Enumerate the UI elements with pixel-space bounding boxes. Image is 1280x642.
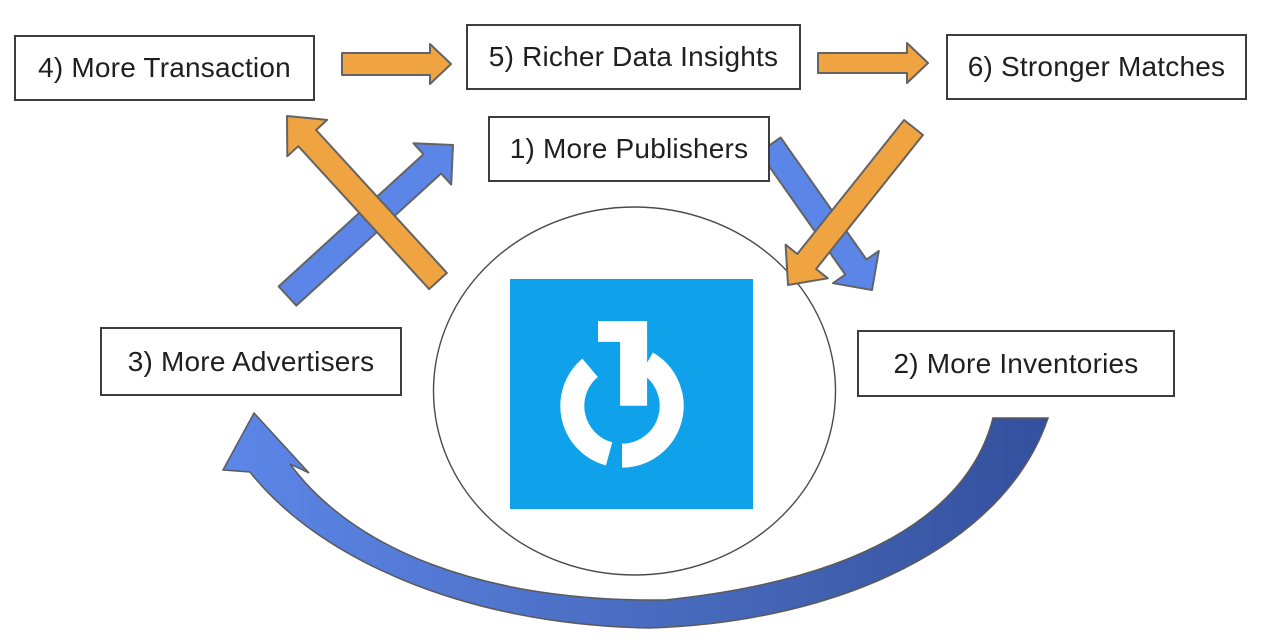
node-box-4-more-transaction: 4) More Transaction bbox=[14, 35, 315, 101]
node-label-6: 6) Stronger Matches bbox=[967, 51, 1226, 82]
node-label-1: 1) More Publishers bbox=[509, 133, 749, 164]
node-label-3: 3) More Advertisers bbox=[127, 345, 375, 377]
company-logo-icon bbox=[510, 279, 753, 509]
swoosh-arrow-2-to-3 bbox=[221, 411, 1050, 629]
logo-ring-right-arc bbox=[621, 352, 684, 468]
node-box-3-more-advertisers: 3) More Advertisers bbox=[100, 327, 402, 396]
logo-one-glyph bbox=[598, 321, 648, 406]
node-box-6-stronger-matches: 6) Stronger Matches bbox=[946, 34, 1247, 100]
arrow-6-to-hub-orange bbox=[784, 119, 924, 286]
node-box-2-more-inventories: 2) More Inventories bbox=[857, 330, 1175, 397]
arrow-3-to-1-blue bbox=[277, 142, 454, 307]
logo-ring-left-arc bbox=[560, 358, 613, 466]
node-label-5: 5) Richer Data Insights bbox=[488, 41, 779, 72]
arrow-4-to-5 bbox=[341, 43, 452, 85]
arrow-hub-to-4-orange bbox=[286, 115, 448, 291]
node-box-1-more-publishers: 1) More Publishers bbox=[488, 116, 770, 182]
arrow-5-to-6 bbox=[817, 42, 929, 84]
arrow-1-to-2-blue bbox=[758, 136, 880, 291]
node-label-2: 2) More Inventories bbox=[893, 347, 1139, 379]
node-label-4: 4) More Transaction bbox=[38, 52, 291, 83]
node-box-5-richer-data-insights: 5) Richer Data Insights bbox=[466, 24, 801, 90]
